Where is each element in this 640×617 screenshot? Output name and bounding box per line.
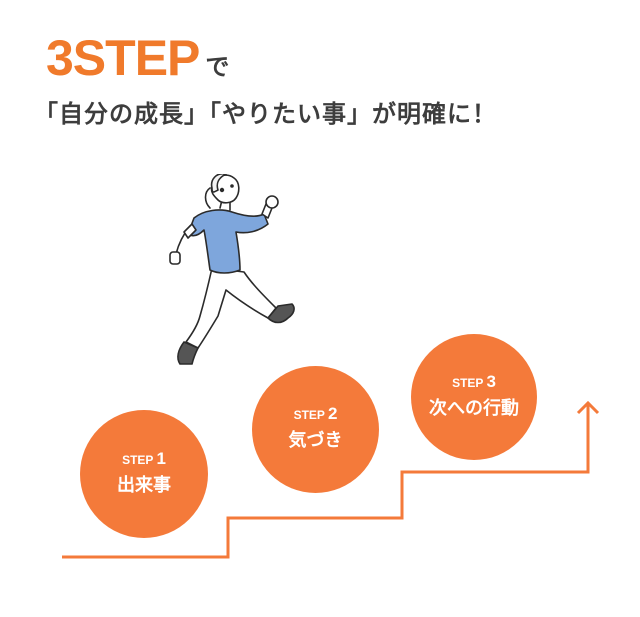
step-2-word: STEP: [293, 408, 325, 422]
step-2-number: 2: [327, 404, 338, 423]
step-1-word: STEP: [122, 452, 154, 467]
step-1-title: 出来事: [117, 474, 171, 496]
headline-3step: 3STEP: [46, 30, 200, 86]
step-3-number: 3: [486, 371, 496, 391]
headline-line-1: 3STEP で: [46, 30, 626, 86]
step-3-title: 次への行動: [429, 397, 519, 419]
headline: 3STEP で 「自分の成長」「やりたい事」が明確に！: [34, 30, 626, 128]
step-2-title: 気づき: [288, 430, 343, 451]
running-person-illustration: [169, 174, 295, 365]
headline-line-2: 「自分の成長」「やりたい事」が明確に！: [34, 100, 497, 128]
step-1-number: 1: [156, 448, 166, 468]
headline-particle: で: [205, 53, 230, 81]
step-3-word: STEP: [452, 375, 484, 390]
